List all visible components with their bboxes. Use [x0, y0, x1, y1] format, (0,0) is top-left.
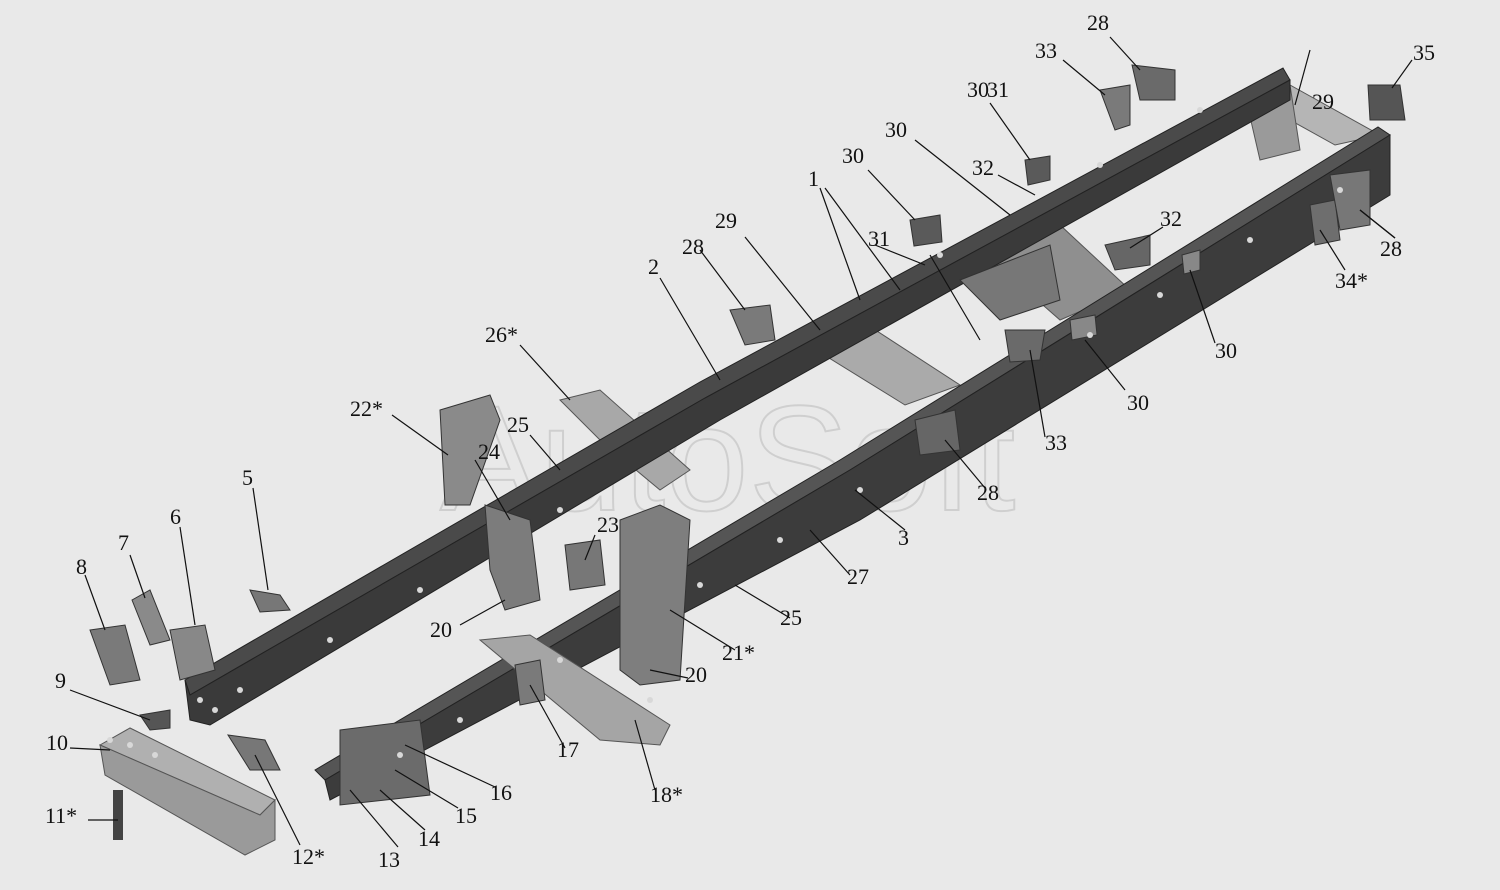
part-number-label: 25	[507, 412, 529, 437]
part-number-label: 16	[490, 780, 512, 805]
part-number-label: 12*	[292, 844, 325, 869]
part-number-label: 30	[842, 143, 864, 168]
part-number-label: 18*	[650, 782, 683, 807]
part-number-label: 35	[1413, 40, 1435, 65]
part-number-label: 27	[847, 564, 869, 589]
part-number-label: 25	[780, 605, 802, 630]
part-number-label: 32	[972, 155, 994, 180]
bolt-holes	[107, 107, 1343, 758]
part-number-label: 8	[76, 554, 87, 579]
part-number-label: 31	[987, 77, 1009, 102]
part-number-label: 28	[977, 480, 999, 505]
part-number-label: 3	[898, 525, 909, 550]
part-labels: 123567891011*12*131415161718*202021*22*2…	[45, 10, 1435, 872]
part-number-label: 23	[597, 512, 619, 537]
part-number-label: 5	[242, 465, 253, 490]
part-number-label: 30	[1215, 338, 1237, 363]
part-number-label: 22*	[350, 396, 383, 421]
part-number-label: 20	[685, 662, 707, 687]
part-number-label: 34*	[1335, 268, 1368, 293]
part-number-label: 11*	[45, 803, 77, 828]
part-number-label: 30	[1127, 390, 1149, 415]
part-number-label: 21*	[722, 640, 755, 665]
part-number-label: 26*	[485, 322, 518, 347]
part-number-label: 6	[170, 504, 181, 529]
right-side-rail	[314, 126, 1391, 801]
part-number-label: 29	[1312, 89, 1334, 114]
part-number-label: 7	[118, 530, 129, 555]
front-bumper-bracket	[98, 727, 276, 856]
part-number-label: 30	[967, 77, 989, 102]
part-number-label: 2	[648, 254, 659, 279]
part-number-label: 20	[430, 617, 452, 642]
part-number-label: 31	[868, 226, 890, 251]
part-number-label: 28	[1087, 10, 1109, 35]
part-number-label: 29	[715, 208, 737, 233]
brackets	[89, 64, 1406, 840]
left-side-rail	[184, 67, 1291, 726]
part-number-label: 33	[1045, 430, 1067, 455]
part-number-label: 28	[1380, 236, 1402, 261]
part-number-label: 30	[885, 117, 907, 142]
part-number-label: 28	[682, 234, 704, 259]
part-number-label: 33	[1035, 38, 1057, 63]
part-number-label: 32	[1160, 206, 1182, 231]
part-number-label: 14	[418, 826, 440, 851]
part-number-label: 10	[46, 730, 68, 755]
part-number-label: 1	[808, 166, 819, 191]
part-number-label: 9	[55, 668, 66, 693]
part-number-label: 17	[557, 737, 579, 762]
part-number-label: 15	[455, 803, 477, 828]
part-number-label: 13	[378, 847, 400, 872]
part-number-label: 24	[478, 439, 500, 464]
leader-lines	[69, 36, 1413, 848]
